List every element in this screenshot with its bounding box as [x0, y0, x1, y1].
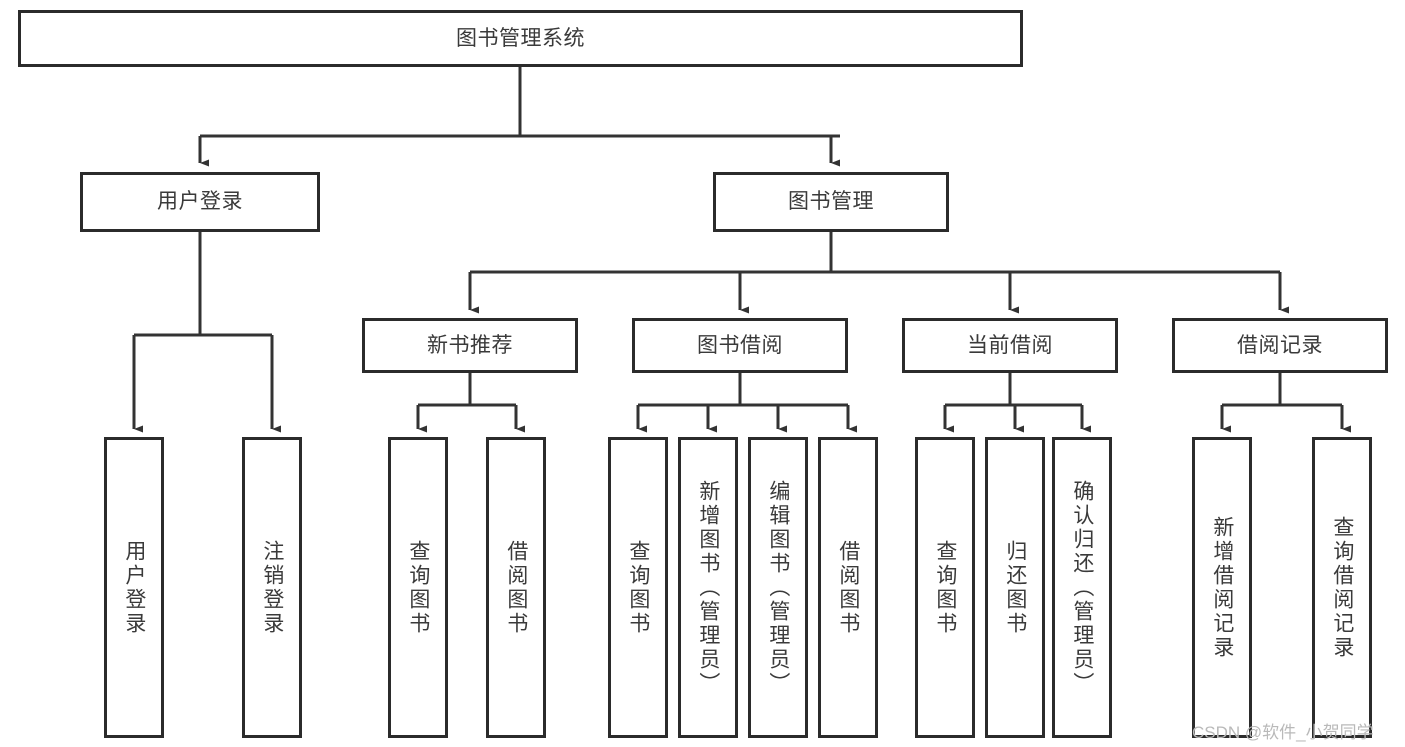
node-leaf-record-query-label: 查询借阅记录: [1330, 515, 1354, 660]
node-leaf-borrow-borrow[interactable]: 借阅图书: [818, 437, 878, 738]
node-leaf-user-login[interactable]: 用户登录: [104, 437, 164, 738]
node-leaf-borrow-edit[interactable]: 编辑图书（管理员）: [748, 437, 808, 738]
node-leaf-newbook-query[interactable]: 查询图书: [388, 437, 448, 738]
node-leaf-current-return[interactable]: 归还图书: [985, 437, 1045, 738]
node-leaf-current-confirm-return[interactable]: 确认归还（管理员）: [1052, 437, 1112, 738]
node-leaf-user-logout[interactable]: 注销登录: [242, 437, 302, 738]
node-leaf-borrow-query[interactable]: 查询图书: [608, 437, 668, 738]
node-book-management[interactable]: 图书管理: [713, 172, 949, 232]
node-leaf-borrow-borrow-label: 借阅图书: [836, 539, 860, 636]
node-borrow-record[interactable]: 借阅记录: [1172, 318, 1388, 373]
node-user-login-label: 用户登录: [157, 190, 243, 214]
node-leaf-user-login-label: 用户登录: [122, 539, 146, 636]
node-leaf-newbook-query-label: 查询图书: [406, 539, 430, 636]
node-leaf-newbook-borrow[interactable]: 借阅图书: [486, 437, 546, 738]
node-user-login[interactable]: 用户登录: [80, 172, 320, 232]
node-leaf-borrow-add-label: 新增图书（管理员）: [696, 479, 720, 696]
node-leaf-record-query[interactable]: 查询借阅记录: [1312, 437, 1372, 738]
node-book-borrow-label: 图书借阅: [697, 333, 783, 357]
node-leaf-current-return-label: 归还图书: [1003, 539, 1027, 636]
node-leaf-borrow-query-label: 查询图书: [626, 539, 650, 636]
node-root[interactable]: 图书管理系统: [18, 10, 1023, 67]
node-borrow-record-label: 借阅记录: [1237, 333, 1323, 357]
node-leaf-borrow-add[interactable]: 新增图书（管理员）: [678, 437, 738, 738]
node-leaf-user-logout-label: 注销登录: [260, 539, 284, 636]
node-book-management-label: 图书管理: [788, 190, 874, 214]
node-leaf-current-query-label: 查询图书: [933, 539, 957, 636]
node-current-borrow-label: 当前借阅: [967, 333, 1053, 357]
node-leaf-current-query[interactable]: 查询图书: [915, 437, 975, 738]
node-book-borrow[interactable]: 图书借阅: [632, 318, 848, 373]
node-leaf-record-add[interactable]: 新增借阅记录: [1192, 437, 1252, 738]
node-new-book-recommend-label: 新书推荐: [427, 333, 513, 357]
node-leaf-current-confirm-return-label: 确认归还（管理员）: [1070, 479, 1094, 696]
csdn-watermark: CSDN @软件_小贺同学: [1192, 723, 1374, 742]
node-leaf-borrow-edit-label: 编辑图书（管理员）: [766, 479, 790, 696]
node-current-borrow[interactable]: 当前借阅: [902, 318, 1118, 373]
node-root-label: 图书管理系统: [456, 26, 585, 50]
node-leaf-newbook-borrow-label: 借阅图书: [504, 539, 528, 636]
node-new-book-recommend[interactable]: 新书推荐: [362, 318, 578, 373]
node-leaf-record-add-label: 新增借阅记录: [1210, 515, 1234, 660]
